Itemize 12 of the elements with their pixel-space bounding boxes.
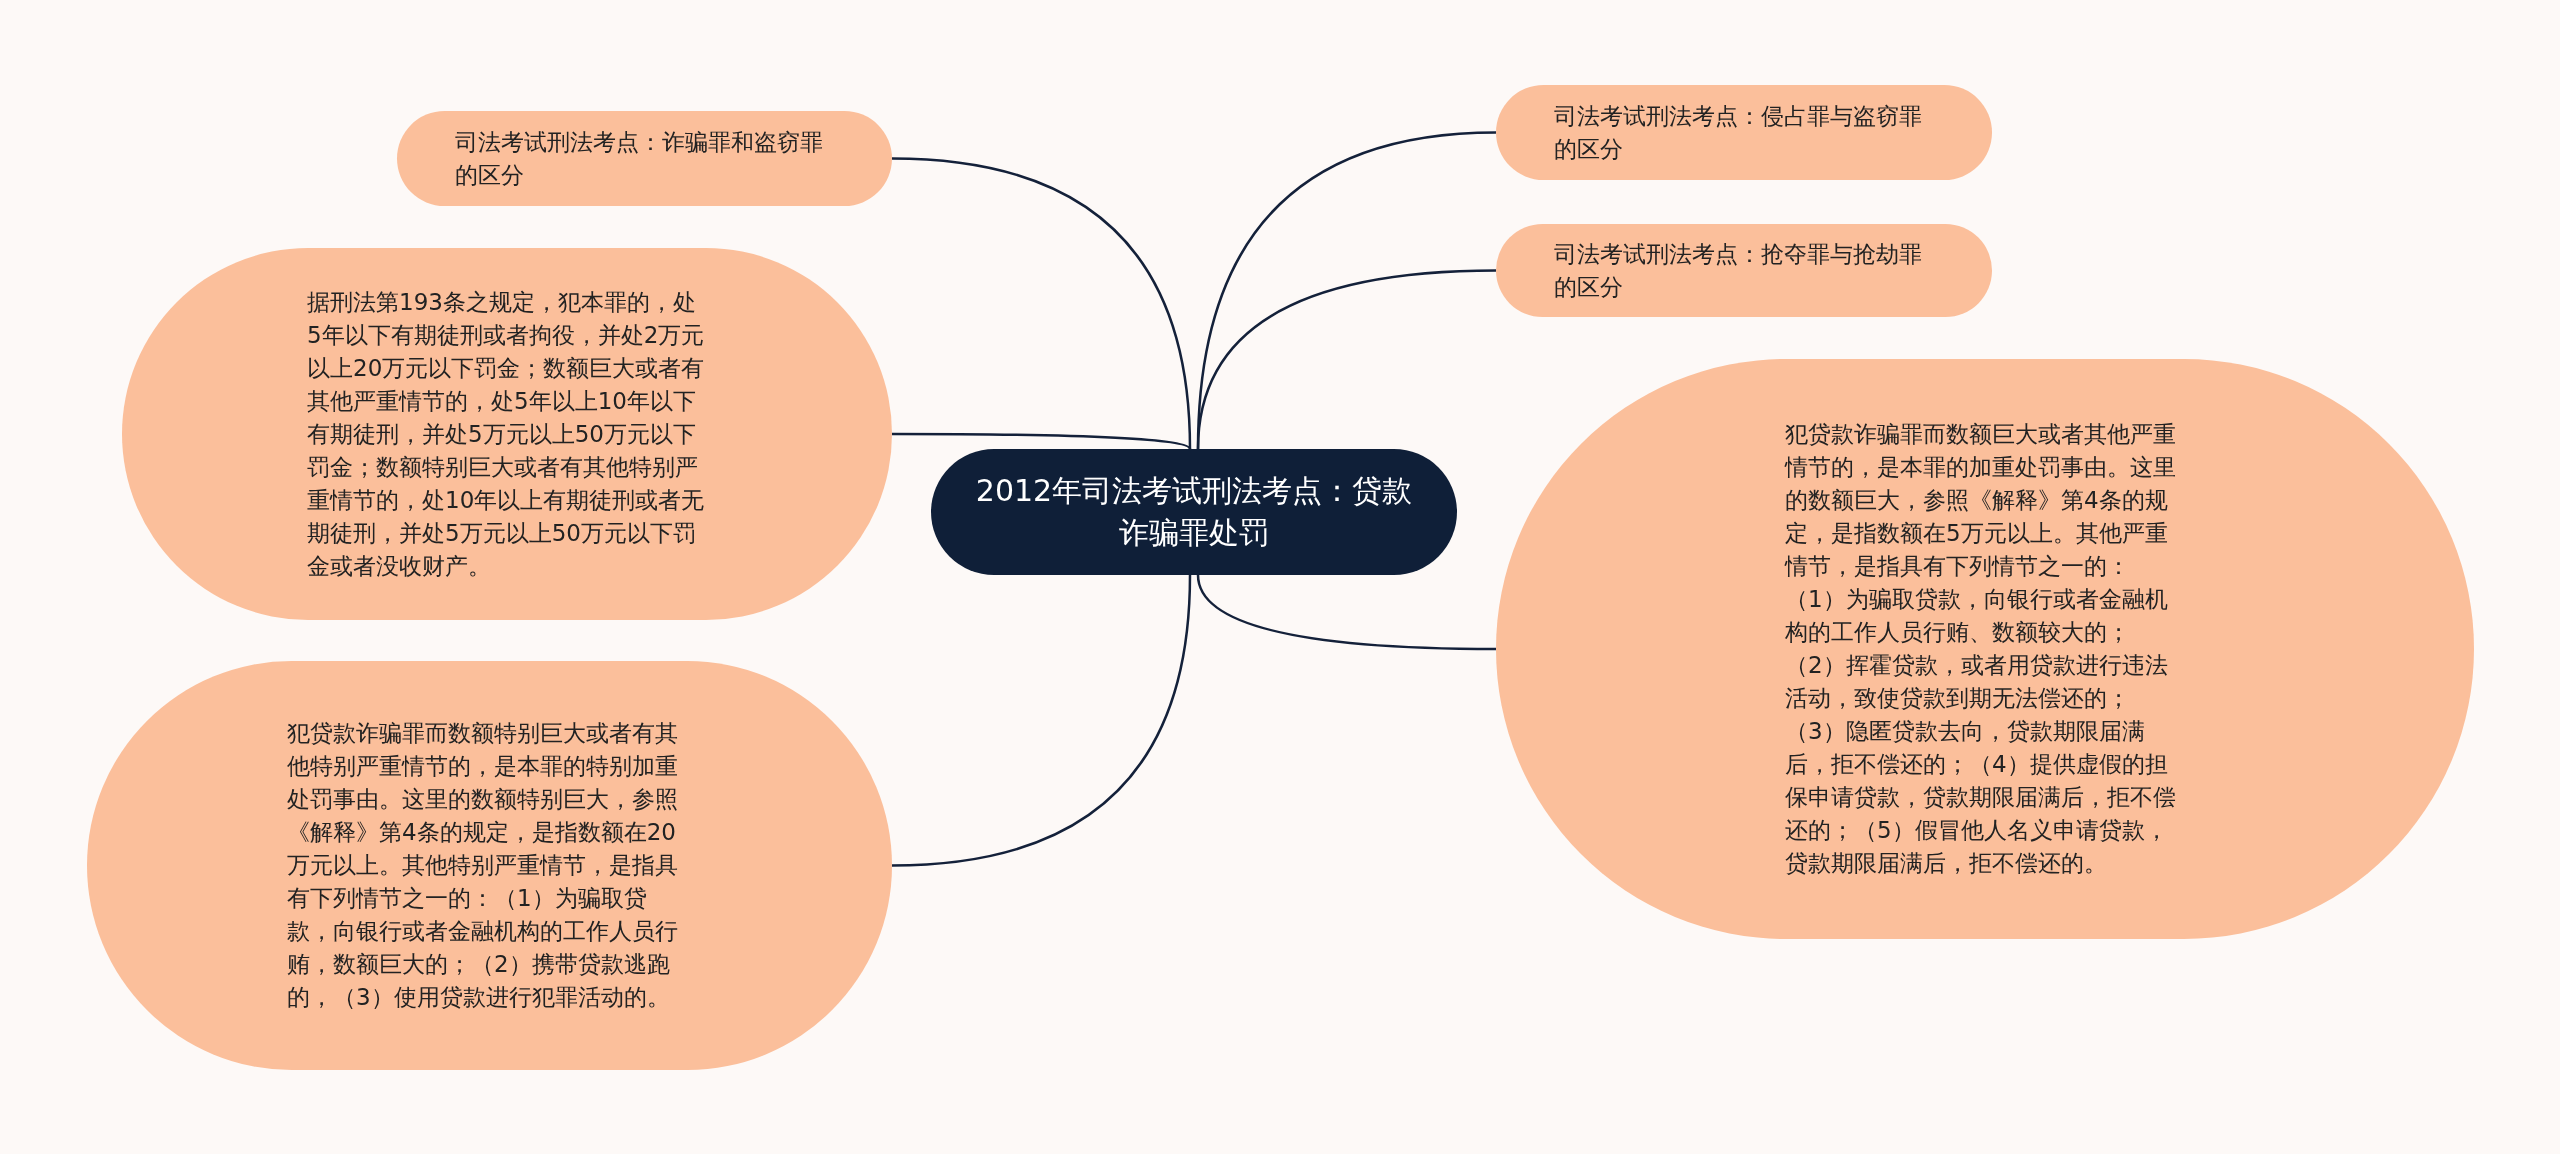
node-text: 犯贷款诈骗罪而数额巨大或者其他严重情节的，是本罪的加重处罚事由。这里的数额巨大，参照《解释》第4条的规定，是指数额在5万元以上。其他严重情节，是指具有下列情节之一的：（1）为骗取贷款，向银行或者金融机构的工作人员行贿、数额较大的；（2）挥霍贷款，或者用贷款进行违法活动，致使贷款到期无法偿还的；（3）隐匿贷款去向，贷款期限届满后，拒不偿还的；（4）提供虚假的担保申请贷款，贷款期限届满后，拒不偿还的；（5）假冒他人名义申请贷款，贷款期限届满后，拒不偿还的。 [1785, 420, 2177, 878]
connector-line [892, 432, 1191, 450]
connector-line [1196, 269, 1497, 450]
node-text: 据刑法第193条之规定，犯本罪的，处5年以下有期徒刑或者拘役，并处2万元以上20万元以下罚金；数额巨大或者有其他严重情节的，处5年以上10年以下有期徒刑，并处5万元以上50万元以下罚金；数额特别巨大或者有其他特别严重情节的，处10年以上有期徒刑或者无期徒刑，并处5万元以上50万元以下罚金或者没收财产。 [307, 287, 706, 581]
node-text: 犯贷款诈骗罪而数额特别巨大或者有其他特别严重情节的，是本罪的特别加重处罚事由。这里的数额特别巨大，参照《解释》第4条的规定，是指数额在20万元以上。其他特别严重情节，是指具有下列情节之一的：（1）为骗取贷款，向银行或者金融机构的工作人员行贿，数额巨大的；（2）携带贷款逃跑的，（3）使用贷款进行犯罪活动的。 [287, 719, 679, 1012]
node-text: 司法考试刑法考点：侵占罪与盗窃罪的区分 [1554, 101, 1923, 164]
node-text: 2012年司法考试刑法考点：贷款诈骗罪处罚 [974, 472, 1414, 552]
node-text: 司法考试刑法考点：诈骗罪和盗窃罪的区分 [454, 127, 824, 190]
connector-line [891, 574, 1192, 867]
node-text: 司法考试刑法考点：抢夺罪与抢劫罪的区分 [1554, 239, 1923, 302]
connector-line [1196, 574, 1496, 651]
connector-line [891, 157, 1192, 450]
